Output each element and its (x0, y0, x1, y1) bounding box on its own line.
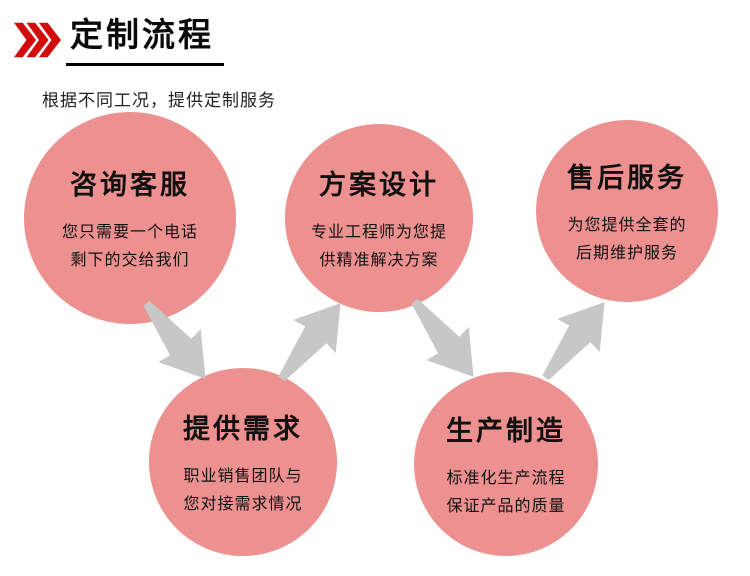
section-subtitle: 根据不同工况，提供定制服务 (42, 91, 276, 110)
step-description: 为您提供全套的 后期维护服务 (567, 215, 687, 262)
flow-arrow-production-to-aftersales-icon (542, 302, 605, 381)
step-description: 专业工程师为您提 供精准解决方案 (310, 222, 447, 269)
step-description: 职业销售团队与 您对接需求情况 (183, 466, 303, 513)
step-circle-production: 生产制造 标准化生产流程 保证产品的质量 (414, 372, 598, 556)
step-circle-consult: 咨询客服 您只需要一个电话 剩下的交给我们 (24, 112, 236, 324)
step-description: 标准化生产流程 保证产品的质量 (446, 468, 566, 515)
step-title: 售后服务 (567, 163, 687, 195)
page-title: 定制流程 (66, 16, 224, 66)
step-title: 方案设计 (319, 170, 439, 202)
fast-forward-chevrons-icon (14, 22, 62, 58)
flow-arrow-design-to-production-icon (411, 298, 474, 377)
step-circle-requirements: 提供需求 职业销售团队与 您对接需求情况 (149, 368, 337, 556)
step-title: 生产制造 (446, 416, 566, 448)
flow-arrow-consult-to-requirements-icon (143, 300, 206, 379)
step-circle-aftersales: 售后服务 为您提供全套的 后期维护服务 (536, 120, 718, 302)
step-description: 您只需要一个电话 剩下的交给我们 (61, 222, 198, 269)
section-header: 定制流程 (14, 16, 224, 66)
step-title: 咨询客服 (70, 170, 190, 202)
flow-arrow-requirements-to-design-icon (278, 303, 341, 382)
step-circle-design: 方案设计 专业工程师为您提 供精准解决方案 (285, 124, 473, 312)
step-title: 提供需求 (183, 414, 303, 446)
